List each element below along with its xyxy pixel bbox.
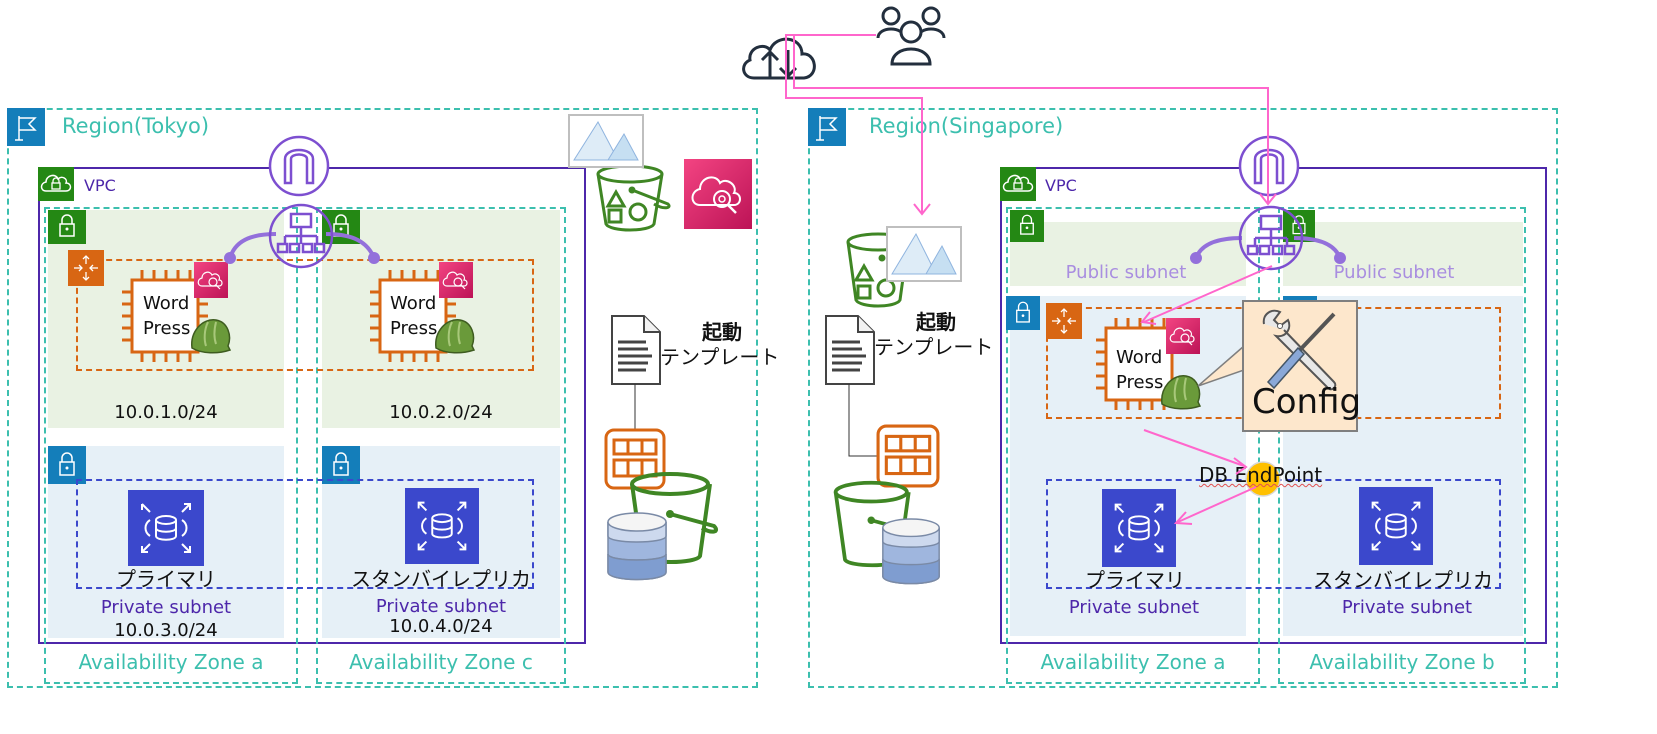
helmet-icon [1161,375,1202,410]
image-icon [886,226,962,282]
public-subnet [1283,222,1523,286]
private-subnet-label: Private subnet [1068,597,1200,618]
private-subnet-label: Private subnet [1341,597,1473,618]
db-role-label: プライマリ [116,567,216,591]
rds-icon [1359,487,1433,565]
subnet-cidr: 10.0.2.0/24 [389,402,493,423]
public-subnet [1010,222,1246,286]
internet-gateway-icon [268,135,330,197]
region-tokyo [7,108,758,688]
dynamodb-table-icon [876,424,940,488]
region-title: Region(Singapore) [869,114,1064,138]
flow-alb-to-ec2 [1143,265,1273,323]
az-label: Availability Zone a [1040,650,1226,674]
auto-scaling-icon [68,250,104,286]
helmet-icon [191,319,232,354]
db-role-label: スタンバイレプリカ [1313,568,1493,592]
load-balancer-icon [1238,205,1304,271]
az-label: Availability Zone c [349,650,533,674]
public-subnet-label: Public subnet [1333,262,1455,283]
flow-cloud-to-singapore [793,35,1269,204]
flow-arrowhead-igw [1259,193,1277,206]
launch-template-label: 起動 テンプレート [660,320,780,369]
flow-endpoint-to-rds [1177,486,1257,523]
region-flag-icon [7,108,45,146]
template-link-line [634,384,636,430]
flow-arrowhead-ec2 [1140,311,1157,325]
cloudwatch-agent-icon [1166,318,1200,354]
availability-zone-a [44,207,298,684]
db-subnet-group [76,479,534,589]
rds-icon [1102,489,1176,567]
public-subnet-label: Public subnet [1065,262,1187,283]
public-subnet-lock-icon [1010,210,1044,242]
ec2-instance-icon [370,270,456,362]
vpc-label: VPC [1045,176,1077,195]
region-title: Region(Tokyo) [62,114,210,138]
cloudwatch-icon [684,159,752,229]
private-subnet-label: Private subnet [100,597,232,618]
template-link-line [848,384,878,457]
rds-icon [128,490,204,566]
launch-template-document-icon [825,315,875,385]
auto-scaling-icon [1046,303,1082,339]
private-subnet-lock-icon [48,446,86,484]
database-icon [882,518,940,585]
vpc-label: VPC [84,176,116,195]
flow-arrowhead-rds [1173,511,1193,525]
db-endpoint-label: DB EndPoint [1199,463,1323,487]
region-singapore [808,108,1558,688]
users-icon [876,6,946,66]
config-callout: Config [1242,300,1362,432]
database-icon [607,512,667,581]
internet-cloud-icon [742,37,816,80]
launch-template-document-icon [611,315,661,385]
config-label: Config [1252,382,1362,422]
flow-arrowhead-s3 [913,203,931,216]
public-subnet-lock-icon [48,210,86,244]
subnet-cidr: 10.0.4.0/24 [389,616,493,637]
vpc-icon [1000,167,1036,201]
db-role-label: スタンバイレプリカ [351,567,531,591]
region-flag-icon [808,108,846,146]
db-role-label: プライマリ [1085,568,1185,592]
az-label: Availability Zone b [1309,650,1495,674]
subnet-cidr: 10.0.3.0/24 [114,620,218,641]
auto-scaling-group [76,259,534,371]
private-subnet-lock-icon [322,446,360,484]
availability-zone-a [1006,207,1260,684]
launch-template-label: 起動 テンプレート [874,310,994,359]
rds-icon [405,488,479,564]
cloudwatch-agent-icon [439,262,473,298]
tools-icon [1262,309,1337,391]
flow-arrowhead-endpoint [1233,457,1248,475]
helmet-icon [435,319,476,354]
alb-connector [1190,236,1346,264]
dynamodb-table-icon [604,428,666,490]
image-icon [568,114,644,168]
availability-zone-b [1278,207,1526,684]
private-subnet-label: Private subnet [375,596,507,617]
load-balancer-icon [268,203,334,269]
cloudwatch-agent-icon [194,262,228,298]
vpc-icon [38,167,74,201]
private-subnet-lock-icon [1006,296,1040,330]
s3-bucket-icon [630,472,719,564]
az-label: Availability Zone a [78,650,264,674]
subnet-cidr: 10.0.1.0/24 [114,402,218,423]
availability-zone-c [316,207,566,684]
ec2-instance-icon [1096,318,1174,410]
flow-users-to-cloud [785,34,923,214]
flow-ec2-to-endpoint [1143,429,1245,467]
